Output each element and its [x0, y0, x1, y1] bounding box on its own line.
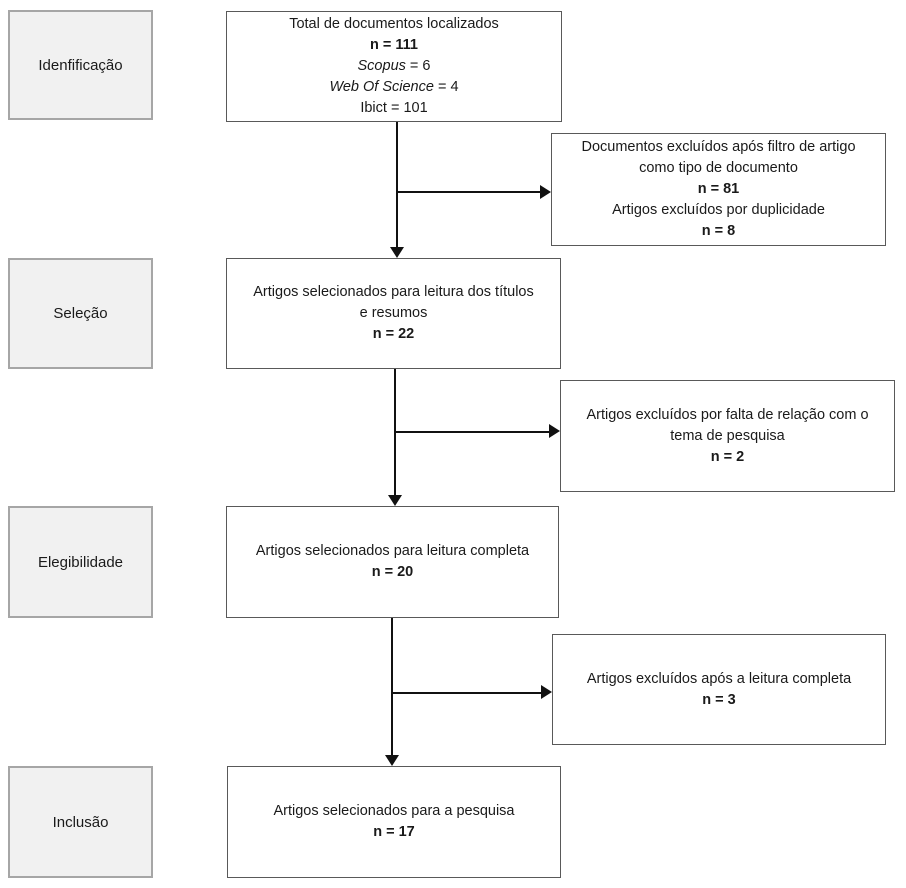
text-line: n = 2	[567, 447, 888, 468]
text-line: n = 3	[559, 690, 879, 711]
text-line: e resumos	[233, 303, 554, 324]
text-segment: n = 3	[702, 691, 736, 708]
text-segment: Artigos excluídos após a leitura complet…	[586, 670, 852, 687]
text-line: Artigos excluídos por falta de relação c…	[567, 405, 888, 426]
text-line: n = 111	[233, 35, 555, 56]
exclusion-box-after-full-reading: Artigos excluídos após a leitura complet…	[552, 634, 886, 745]
text-segment: Documentos excluídos após filtro de arti…	[581, 139, 856, 155]
text-segment: n = 8	[701, 223, 736, 239]
text-segment: tema de pesquisa	[670, 427, 785, 444]
text-segment: n = 22	[372, 326, 415, 342]
text-segment: n = 111	[370, 37, 418, 53]
text-segment: Artigos excluídos por duplicidade	[612, 202, 825, 218]
stage-label: Seleção	[53, 305, 108, 322]
arrow-right-icon	[549, 424, 560, 438]
text-segment: n = 2	[710, 448, 745, 465]
text-line: n = 8	[558, 221, 879, 242]
exclusion-box-no-relation: Artigos excluídos por falta de relação c…	[560, 380, 895, 492]
text-segment: Artigos selecionados para leitura dos tí…	[253, 284, 534, 300]
text-segment: Artigos excluídos por falta de relação c…	[586, 406, 869, 423]
text-segment: n = 20	[371, 564, 414, 580]
arrow-line-branch-3	[391, 692, 541, 694]
text-segment: Web Of Science	[329, 79, 434, 95]
stage-box-identificacao: Idenfificação	[8, 10, 153, 120]
text-line: Artigos excluídos após a leitura complet…	[559, 669, 879, 690]
arrow-right-icon	[540, 185, 551, 199]
text-segment: n = 81	[697, 181, 740, 197]
text-line: Artigos excluídos por duplicidade	[558, 200, 879, 221]
text-line: n = 17	[234, 822, 554, 843]
text-line: Scopus = 6	[233, 56, 555, 77]
text-segment: e resumos	[359, 305, 428, 321]
text-line: Documentos excluídos após filtro de arti…	[558, 137, 879, 158]
stage-box-elegibilidade: Elegibilidade	[8, 506, 153, 618]
stage-label: Inclusão	[52, 813, 109, 831]
text-line: Ibict = 101	[233, 98, 555, 119]
text-line: Web Of Science = 4	[233, 77, 555, 98]
text-segment: Scopus	[357, 58, 406, 74]
text-segment: n = 17	[373, 824, 415, 840]
stage-label: Elegibilidade	[37, 553, 124, 571]
text-segment: como tipo de documento	[639, 160, 798, 176]
text-line: n = 20	[233, 562, 552, 583]
text-segment: Ibict = 101	[360, 100, 428, 116]
arrow-line-vertical-1	[396, 122, 398, 247]
arrow-line-vertical-3	[391, 618, 393, 755]
text-line: n = 81	[558, 179, 879, 200]
text-segment: = 4	[433, 79, 459, 95]
text-line: Artigos selecionados para leitura comple…	[233, 541, 552, 562]
text-line: Artigos selecionados para a pesquisa	[234, 801, 554, 822]
arrow-down-icon	[388, 495, 402, 506]
arrow-line-branch-2	[394, 431, 549, 433]
exclusion-box-filter-duplicates: Documentos excluídos após filtro de arti…	[551, 133, 886, 246]
flow-box-titles-abstracts: Artigos selecionados para leitura dos tí…	[226, 258, 561, 369]
text-line: Total de documentos localizados	[233, 14, 555, 35]
text-segment: = 6	[405, 58, 431, 74]
flow-box-selected-research: Artigos selecionados para a pesquisa n = …	[227, 766, 561, 878]
text-line: tema de pesquisa	[567, 426, 888, 447]
text-segment: Artigos selecionados para leitura comple…	[255, 543, 530, 559]
text-line: Artigos selecionados para leitura dos tí…	[233, 282, 554, 303]
arrow-right-icon	[541, 685, 552, 699]
arrow-down-icon	[385, 755, 399, 766]
text-line: como tipo de documento	[558, 158, 879, 179]
arrow-line-branch-1	[396, 191, 540, 193]
text-segment: Artigos selecionados para a pesquisa	[273, 803, 515, 819]
arrow-down-icon	[390, 247, 404, 258]
stage-box-selecao: Seleção	[8, 258, 153, 369]
stage-label: Idenfificação	[38, 56, 123, 74]
flow-box-full-reading: Artigos selecionados para leitura comple…	[226, 506, 559, 618]
stage-box-inclusao: Inclusão	[8, 766, 153, 878]
text-segment: Total de documentos localizados	[289, 16, 499, 32]
text-line: n = 22	[233, 324, 554, 345]
